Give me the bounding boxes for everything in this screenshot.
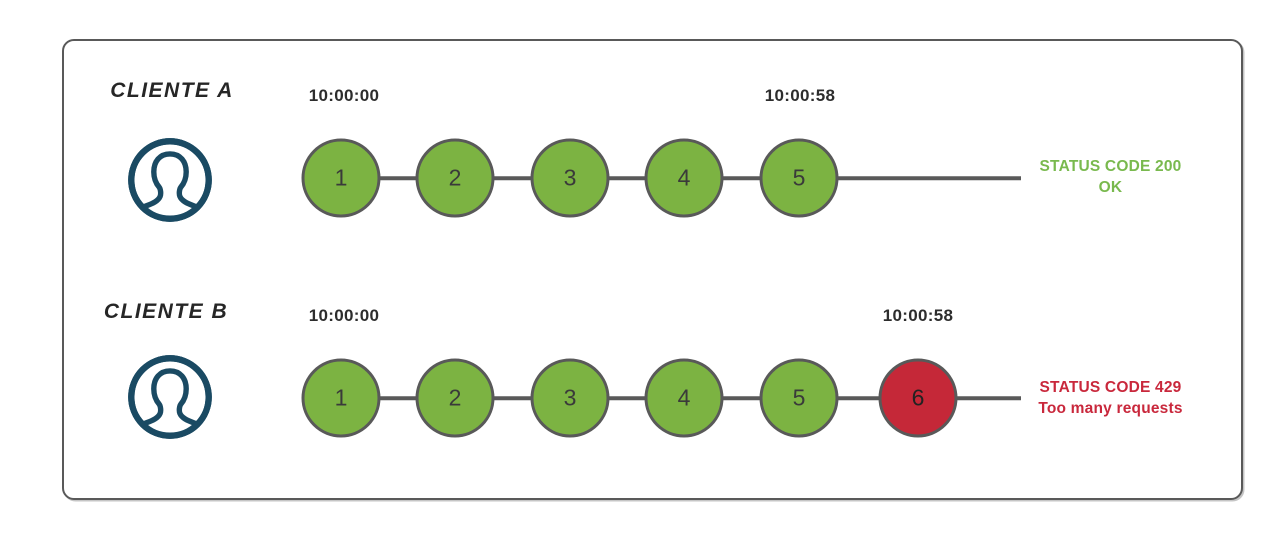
status-code-200: STATUS CODE 200 — [1039, 158, 1182, 175]
client-b-end-time: 10:00:58 — [882, 306, 954, 325]
user-avatar-icon — [128, 355, 212, 439]
diagram-frame — [62, 39, 1243, 500]
request-node-b1: 1 — [301, 358, 381, 438]
status-message-ok: OK — [1098, 179, 1123, 196]
client-a-end-time: 10:00:58 — [764, 86, 836, 105]
request-node-b5: 5 — [759, 358, 839, 438]
request-node-a4: 4 — [644, 138, 724, 218]
request-number: 3 — [563, 384, 577, 411]
request-node-a3: 3 — [530, 138, 610, 218]
request-node-b2: 2 — [415, 358, 495, 438]
status-message-too-many-requests: Too many requests — [1038, 400, 1183, 417]
request-number: 2 — [448, 384, 462, 411]
client-b-start-time: 10:00:00 — [308, 306, 380, 325]
request-node-a2: 2 — [415, 138, 495, 218]
request-node-a1: 1 — [301, 138, 381, 218]
request-number: 5 — [792, 164, 806, 191]
request-number: 4 — [677, 384, 691, 411]
status-code-429: STATUS CODE 429 — [1039, 379, 1182, 396]
request-node-b3: 3 — [530, 358, 610, 438]
user-avatar-icon — [128, 138, 212, 222]
request-number: 1 — [334, 164, 348, 191]
client-b-label: CLIENTE B — [103, 300, 229, 323]
request-node-a5: 5 — [759, 138, 839, 218]
client-a-status: STATUS CODE 200 OK — [1023, 156, 1198, 198]
client-a-label: CLIENTE A — [110, 79, 234, 102]
request-number: 5 — [792, 384, 806, 411]
request-node-b4: 4 — [644, 358, 724, 438]
client-a-start-time: 10:00:00 — [308, 86, 380, 105]
request-number: 4 — [677, 164, 691, 191]
request-number: 3 — [563, 164, 577, 191]
client-b-status: STATUS CODE 429 Too many requests — [1023, 377, 1198, 419]
request-node-b6-blocked: 6 — [878, 358, 958, 438]
request-number: 6 — [911, 384, 925, 411]
request-number: 1 — [334, 384, 348, 411]
request-number: 2 — [448, 164, 462, 191]
